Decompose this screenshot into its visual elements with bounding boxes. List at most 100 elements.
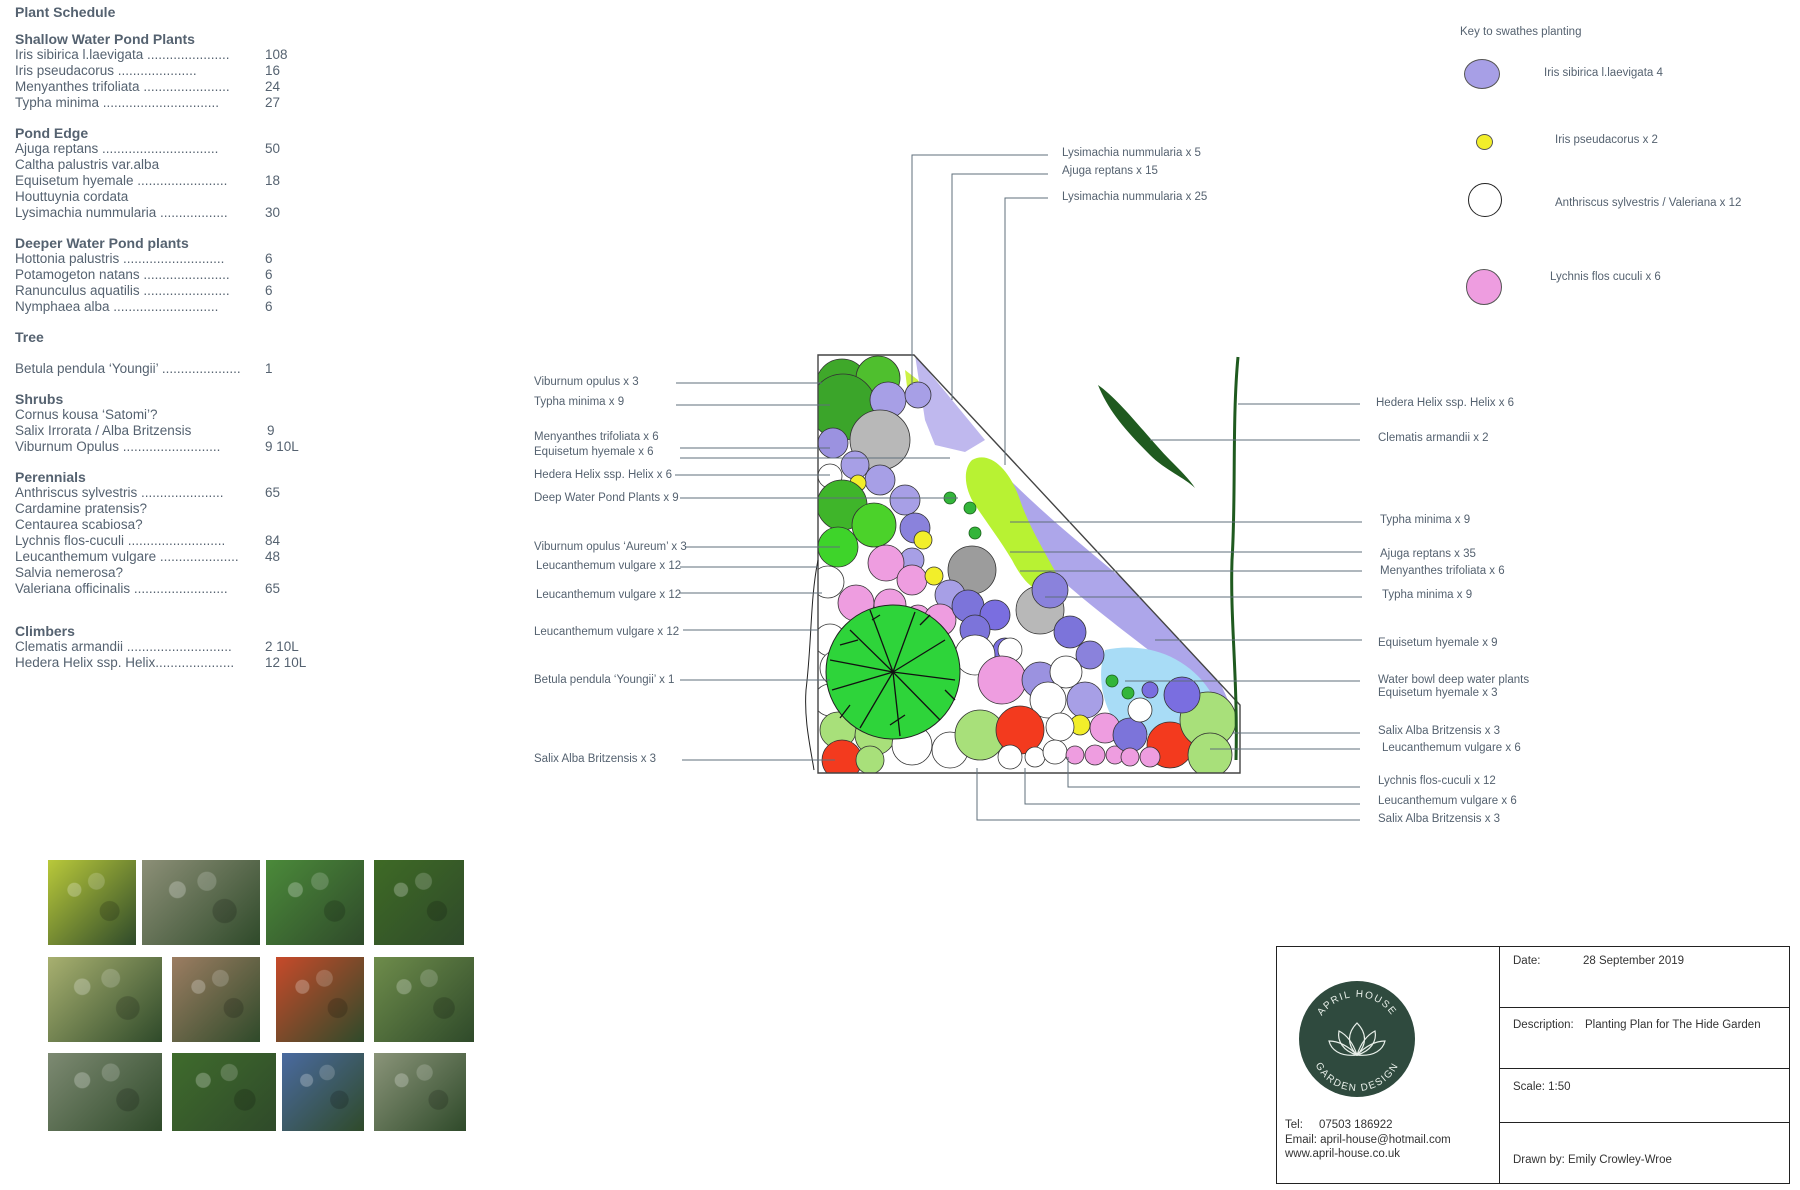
- schedule-section-heading: Shrubs: [15, 391, 64, 407]
- plan-label: Typha minima x 9: [1380, 514, 1470, 526]
- plant-circle: [889, 484, 921, 516]
- hedera-climber: [1230, 356, 1240, 761]
- plot-outline: [817, 354, 1241, 774]
- schedule-section-heading: Climbers: [15, 623, 75, 639]
- plant-circle: [1066, 681, 1104, 719]
- schedule-row: Hedera Helix ssp. Helix.................…: [15, 655, 315, 671]
- plant-circle: [1042, 739, 1068, 765]
- leader-line: [1067, 757, 1360, 788]
- schedule-row: Equisetum hyemale ......................…: [15, 173, 315, 189]
- plant-name: Leucanthemum vulgare ...................…: [15, 549, 239, 564]
- plant-quantity: 9: [267, 423, 275, 438]
- plant-photo-valeriana-flowers: [374, 1053, 466, 1131]
- plan-label: Menyanthes trifoliata x 6: [534, 431, 659, 443]
- pond-plant-dot: [968, 526, 982, 540]
- lotus-icon: [1328, 1022, 1386, 1056]
- plant-photo-ajuga-flowers: [142, 860, 260, 945]
- plant-quantity: 1: [265, 361, 273, 376]
- plant-quantity: 84: [265, 533, 281, 548]
- plant-circle: [1031, 571, 1069, 609]
- plant-name: Iris pseudacorus .....................: [15, 63, 197, 78]
- plant-quantity: 18: [265, 173, 281, 188]
- plant-circle: [1065, 745, 1085, 765]
- date-value: 28 September 2019: [1583, 955, 1685, 967]
- plant-circle: [1029, 681, 1067, 719]
- leader-line: [1004, 197, 1048, 465]
- plant-circle: [818, 427, 849, 459]
- plan-label: Lysimachia nummularia x 5: [1062, 147, 1201, 159]
- plan-label: Typha minima x 9: [1382, 589, 1472, 601]
- leader-line: [951, 173, 1048, 400]
- plant-quantity: 6: [265, 267, 273, 282]
- plant-circle: [997, 744, 1023, 770]
- plant-circle: [1084, 744, 1106, 766]
- plan-label: Betula pendula ‘Youngii’ x 1: [534, 674, 674, 686]
- plan-label: Water bowl deep water plants: [1378, 674, 1529, 686]
- schedule-row: Leucanthemum vulgare ...................…: [15, 549, 315, 565]
- plant-circle: [896, 564, 928, 596]
- plant-circle: [1163, 676, 1201, 714]
- plant-quantity: 27: [265, 95, 281, 110]
- plant-circle: [1127, 697, 1153, 723]
- plant-circle: [1049, 655, 1083, 689]
- iris-swathe: [1009, 480, 1230, 705]
- plant-photo-viburnum-snowballs: [282, 1053, 364, 1131]
- plant-circle: [1024, 746, 1046, 768]
- key-label-anthriscus: Anthriscus sylvestris / Valeriana x 12: [1555, 197, 1742, 209]
- schedule-row: Ajuga reptans ..........................…: [15, 141, 315, 157]
- hedera-stem: [805, 559, 819, 771]
- plant-photo-salix-stems: [172, 957, 260, 1042]
- plant-name: Clematis armandii ......................…: [15, 639, 232, 654]
- key-swatch-iris-sibirica: [1464, 59, 1500, 89]
- plant-circle: [855, 745, 885, 773]
- plan-label: Salix Alba Britzensis x 3: [1378, 813, 1500, 825]
- plan-label: Deep Water Pond Plants x 9: [534, 492, 679, 504]
- key-swatch-anthriscus: [1468, 183, 1502, 217]
- plan-label: Leucanthemum vulgare x 6: [1382, 742, 1521, 754]
- description-value: Planting Plan for The Hide Garden: [1585, 1019, 1761, 1031]
- plant-photo-anthriscus-flowers: [48, 1053, 162, 1131]
- plant-circle: [864, 464, 896, 496]
- key-title: Key to swathes planting: [1460, 26, 1582, 38]
- betula-tree: [825, 604, 961, 740]
- plant-circle: [1075, 640, 1105, 670]
- plan-label: Ajuga reptans x 15: [1062, 165, 1158, 177]
- leader-line: [1024, 768, 1360, 805]
- schedule-row: Nymphaea alba ..........................…: [15, 299, 315, 315]
- april-house-logo: APRIL HOUSE GARDEN DESIGN: [1299, 981, 1415, 1097]
- schedule-section-heading: Deeper Water Pond plants: [15, 235, 189, 251]
- pond-plant-dot: [1105, 674, 1119, 688]
- plan-label: Salix Alba Britzensis x 3: [534, 753, 656, 765]
- schedule-row: Ranunculus aquatilis ...................…: [15, 283, 315, 299]
- plant-quantity: 16: [265, 63, 281, 78]
- plant-photo-viburnum-leaves: [172, 1053, 276, 1131]
- plant-photo-iris-pseudacorus: [374, 860, 464, 945]
- plan-label: Typha minima x 9: [534, 396, 624, 408]
- schedule-row: Houttuynia cordata: [15, 189, 315, 205]
- plant-circle: [924, 566, 944, 586]
- schedule-row: Clematis armandii ......................…: [15, 639, 315, 655]
- plan-label: Viburnum opulus ‘Aureum’ x 3: [534, 541, 687, 553]
- scale-text: Scale: 1:50: [1513, 1081, 1571, 1093]
- plant-photo-equisetum-shrub: [374, 957, 474, 1042]
- plant-quantity: 24: [265, 79, 281, 94]
- plant-circle: [840, 450, 870, 480]
- plant-quantity: 6: [265, 251, 273, 266]
- plan-label: Ajuga reptans x 35: [1380, 548, 1476, 560]
- schedule-section-heading: Tree: [15, 329, 44, 345]
- plan-plot: [805, 354, 1241, 774]
- plant-name: Viburnum Opulus ........................…: [15, 439, 221, 454]
- schedule-row: Hottonia palustris .....................…: [15, 251, 315, 267]
- plant-name: Valeriana officinalis ..................…: [15, 581, 228, 596]
- clematis-leaf: [1098, 385, 1195, 488]
- plant-quantity: 65: [265, 581, 281, 596]
- schedule-row: Potamogeton natans .....................…: [15, 267, 315, 283]
- ajuga-swathe: [965, 457, 1065, 594]
- plant-name: Equisetum hyemale ......................…: [15, 173, 228, 188]
- plant-quantity: 48: [265, 549, 281, 564]
- plant-circle: [913, 530, 933, 550]
- plant-circle: [818, 565, 845, 599]
- drawn-by-text: Drawn by: Emily Crowley-Wroe: [1513, 1154, 1672, 1166]
- schedule-row: Cornus kousa ‘Satomi’?: [15, 407, 315, 423]
